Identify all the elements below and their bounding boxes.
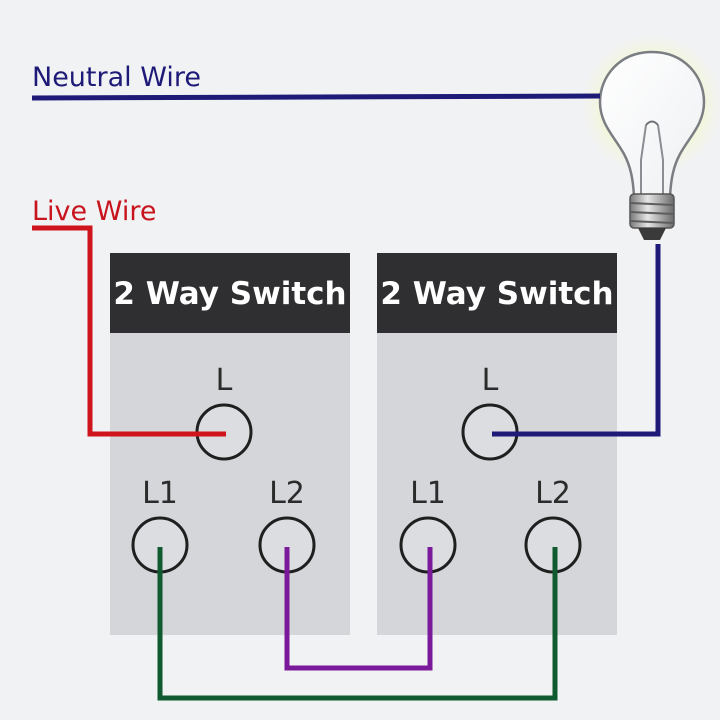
strapper-wire-l1	[157, 547, 558, 701]
neutral-wire	[31, 93, 601, 101]
neutral-wire-label: Neutral Wire	[32, 62, 201, 93]
switch-2-header-label: 2 Way Switch	[380, 276, 613, 312]
switch-1-terminal-l2-label: L2	[269, 476, 305, 511]
switch-2-header	[377, 253, 617, 333]
switch-1-header	[110, 253, 350, 333]
live-wire-label: Live Wire	[32, 196, 156, 227]
switch-2-terminal-l2-label: L2	[535, 476, 571, 511]
light-bulb-icon	[580, 33, 720, 240]
switch-1-terminal-l1-label: L1	[142, 476, 178, 511]
live-wire	[32, 225, 226, 437]
strapper-wire-l2	[284, 547, 433, 671]
switch-2-terminal-l1-label: L1	[410, 476, 446, 511]
switch-1-terminal-l-label: L	[216, 363, 233, 398]
switch-1-header-label: 2 Way Switch	[113, 276, 346, 312]
switch-2-terminal-l-label: L	[482, 363, 499, 398]
lamp-wire	[492, 244, 661, 437]
switch-2: 2 Way Switch L L1 L2	[377, 253, 617, 635]
